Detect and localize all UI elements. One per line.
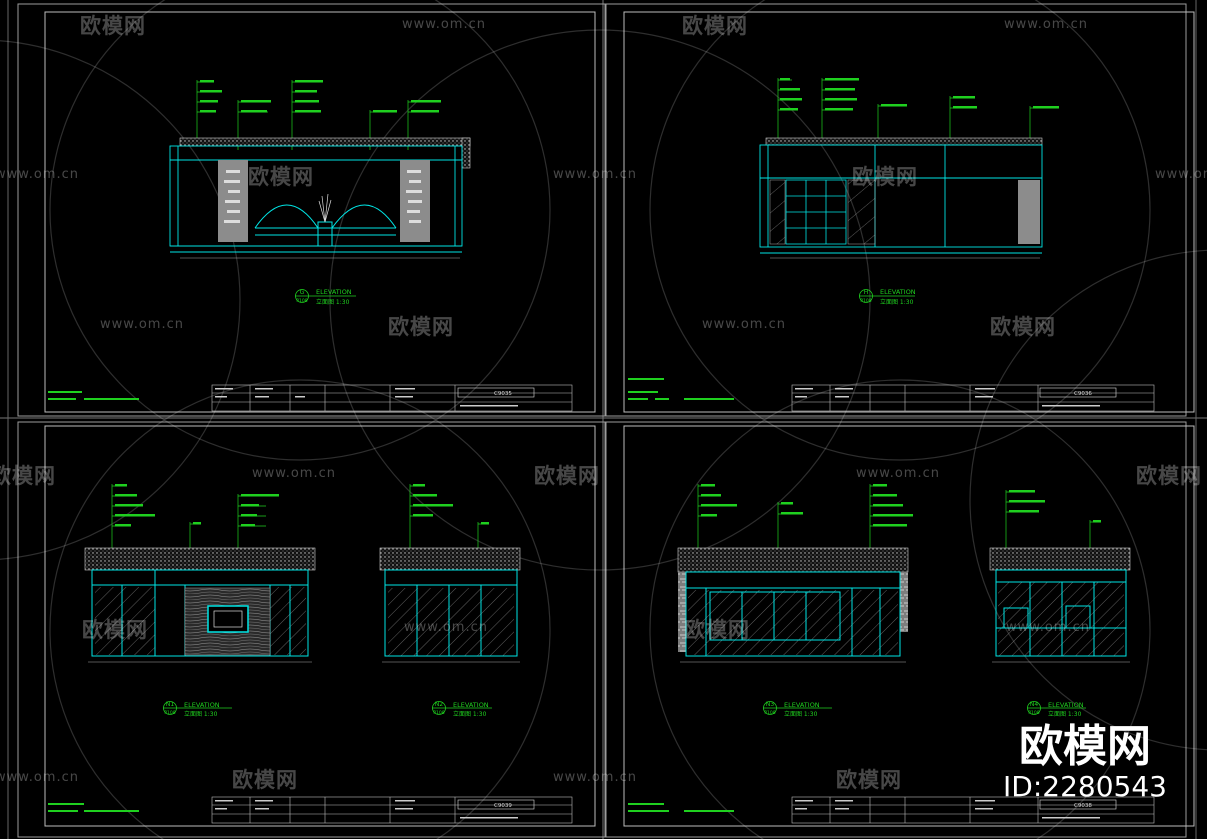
elevation-h-label: H P108 ELEVATION 立面图 1:30 [859,288,916,306]
watermark-site: www.om.cn [252,466,336,481]
watermark-site: www.om.cn [404,620,488,635]
watermark-site: www.om.cn [1155,167,1207,182]
elevation-n2-ref: P108 [433,710,444,716]
elevation-n4-ref: P108 [1028,710,1039,716]
elevation-n4-drawing[interactable] [989,490,1131,663]
brand-name: 欧模网 [1019,721,1152,772]
title-block-bottom-left[interactable] [211,796,573,824]
title-block-top-right-text [628,378,1100,407]
watermark-brand: 欧模网 [534,464,600,488]
elevation-n1-drawing[interactable] [84,484,316,663]
watermark-site: www.om.cn [856,466,940,481]
title-block-top-left-text [48,388,518,407]
title-block-top-right[interactable] [791,384,1155,412]
watermark-brand: 欧模网 [684,618,750,642]
elevation-g-title: ELEVATION [316,288,352,296]
watermark-brand: 欧模网 [836,768,902,792]
watermark-brand: 欧模网 [990,315,1056,339]
brand-logo: 欧模网 ID:2280543 [1003,723,1167,803]
elevation-n3-title: ELEVATION [784,701,820,709]
elevation-h-mark: H [864,289,869,296]
elevation-n2-label: N2 P108 ELEVATION 立面图 1:30 [432,701,492,718]
elevation-n1-mark: N1 [166,701,174,708]
watermark-brand: 欧模网 [80,14,146,38]
title-block-bottom-right-text [628,800,1100,819]
sheet-number-bottom-right: C9038 [1074,803,1092,809]
elevation-n1-label: N1 P108 ELEVATION 立面图 1:30 [163,701,232,718]
elevation-h-drawing[interactable] [759,78,1059,259]
brand-id: ID:2280543 [1003,770,1167,803]
elevation-g-drawing[interactable] [169,80,471,259]
elevation-n4-scale: 立面图 1:30 [1048,710,1082,718]
elevation-h-ref: P108 [860,298,871,304]
elevation-n3-ref: P108 [764,710,775,716]
watermark-brand: 欧模网 [232,768,298,792]
sheet-number-top-left: C9035 [494,391,512,397]
watermark-site: www.om.cn [553,770,637,785]
watermark-brand: 欧模网 [248,165,314,189]
elevation-n2-drawing[interactable] [379,484,521,663]
watermark-brand: 欧模网 [388,315,454,339]
watermark-brand: 欧模网 [82,618,148,642]
elevation-n3-mark: N3 [766,701,774,708]
watermark-site: www.om.cn [0,770,79,785]
elevation-g-mark: G [300,289,305,296]
elevation-n2-title: ELEVATION [453,701,489,709]
watermark-brand: 欧模网 [852,165,918,189]
sheet-number-top-right: C9036 [1074,391,1092,397]
watermark-brand: 欧模网 [1136,464,1202,488]
watermark-site: www.om.cn [1004,17,1088,32]
title-block-bottom-right[interactable] [791,796,1155,824]
watermark-site: www.om.cn [402,17,486,32]
elevation-n3-scale: 立面图 1:30 [784,710,818,718]
watermark-site: www.om.cn [100,317,184,332]
watermark-brand: 欧模网 [682,14,748,38]
elevation-n4-mark: N4 [1030,701,1038,708]
elevation-n3-label: N3 P108 ELEVATION 立面图 1:30 [763,701,832,718]
elevation-g-scale: 立面图 1:30 [316,298,350,306]
elevation-h-title: ELEVATION [880,288,916,296]
elevation-n3-drawing[interactable] [677,484,913,663]
elevation-n2-scale: 立面图 1:30 [453,710,487,718]
elevation-g-ref: P108 [296,298,307,304]
elevation-n4-label: N4 P108 ELEVATION 立面图 1:30 [1027,701,1086,718]
watermark-site: www.om.cn [702,317,786,332]
title-block-bottom-left-text [48,800,518,819]
elevation-n1-ref: P108 [164,710,175,716]
elevation-n1-scale: 立面图 1:30 [184,710,218,718]
watermark-site: www.om.cn [1006,620,1090,635]
elevation-n2-mark: N2 [435,701,443,708]
watermark-site: www.om.cn [0,167,79,182]
title-block-top-left[interactable] [211,384,573,412]
elevation-g-label: G P108 ELEVATION 立面图 1:30 [295,288,356,306]
elevation-n4-title: ELEVATION [1048,701,1084,709]
watermark-brand: 欧模网 [0,464,56,488]
elevation-h-scale: 立面图 1:30 [880,298,914,306]
watermark-site: www.om.cn [553,167,637,182]
sheet-number-bottom-left: C9039 [494,803,512,809]
elevation-n1-title: ELEVATION [184,701,220,709]
